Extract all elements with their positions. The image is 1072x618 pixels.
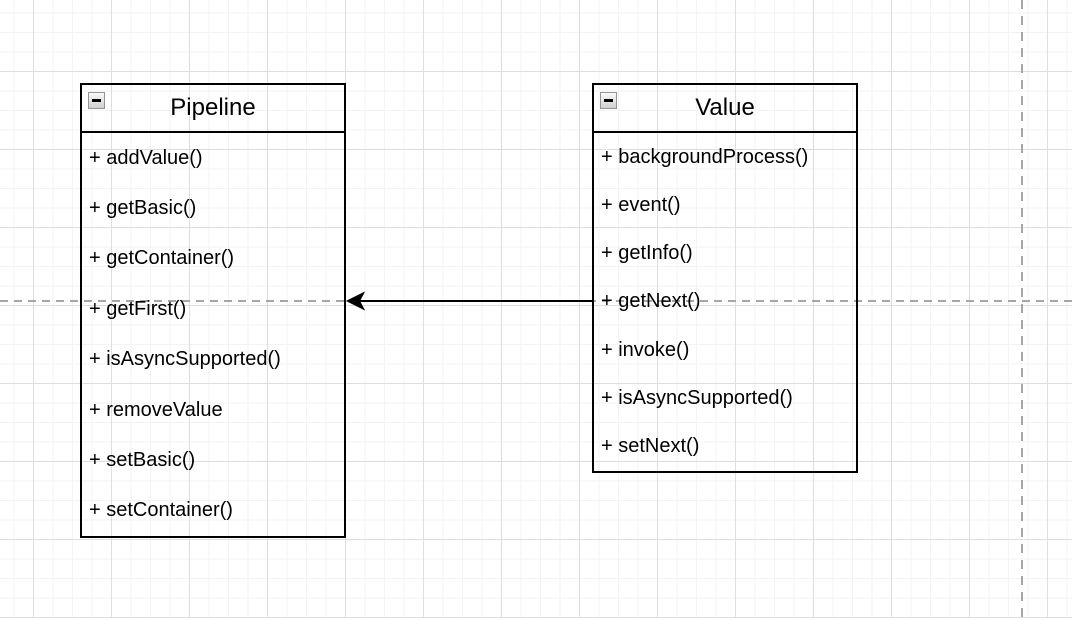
method-row[interactable]: + backgroundProcess() [601,145,809,168]
minus-glyph [604,99,613,102]
method-row[interactable]: + isAsyncSupported() [89,348,281,371]
method-row[interactable]: + removeValue [89,398,223,421]
uml-class-value-body: + backgroundProcess() + event() + getInf… [594,133,856,471]
method-row[interactable]: + getContainer() [89,247,235,270]
arrowhead-icon [346,291,366,311]
method-row[interactable]: + event() [601,193,681,216]
uml-class-value[interactable]: Value + backgroundProcess() + event() + … [592,83,858,473]
uml-class-pipeline-header[interactable]: Pipeline [82,85,344,133]
method-row[interactable]: + setContainer() [89,499,233,522]
method-row[interactable]: + getBasic() [89,197,197,220]
collapse-minus-icon[interactable] [600,92,617,109]
minus-glyph [92,99,101,102]
method-row[interactable]: + getInfo() [601,242,693,265]
association-arrow[interactable] [346,289,594,313]
class-title: Value [695,94,755,121]
uml-class-pipeline[interactable]: Pipeline + addValue() + getBasic() + get… [80,83,346,538]
collapse-minus-icon[interactable] [88,92,105,109]
uml-class-value-header[interactable]: Value [594,85,856,133]
method-row[interactable]: + getFirst() [89,297,187,320]
method-row[interactable]: + addValue() [89,146,203,169]
method-row[interactable]: + setNext() [601,435,700,458]
method-row[interactable]: + invoke() [601,338,690,361]
method-row[interactable]: + isAsyncSupported() [601,387,793,410]
class-title: Pipeline [170,94,256,121]
method-row[interactable]: + setBasic() [89,448,196,471]
uml-class-pipeline-body: + addValue() + getBasic() + getContainer… [82,133,344,536]
method-row[interactable]: + getNext() [601,290,701,313]
page-guide-vertical [1021,0,1023,618]
